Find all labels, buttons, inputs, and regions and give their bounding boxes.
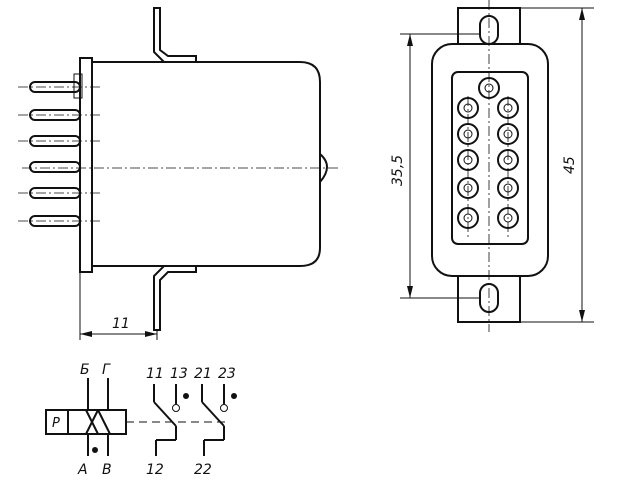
coil-label: Р	[52, 416, 60, 431]
contact-23-label: 23	[218, 366, 236, 382]
contact-12-label: 12	[146, 462, 164, 478]
width-dimension: 11	[79, 272, 158, 340]
front-flange	[431, 43, 549, 277]
width-dimension-label: 11	[112, 316, 130, 332]
side-nub	[319, 153, 328, 183]
contact-group-2: 21 23 22	[194, 366, 237, 478]
pin	[18, 215, 100, 227]
pin	[18, 135, 100, 147]
terminal-block	[451, 71, 529, 245]
pins	[18, 81, 100, 227]
pin	[18, 109, 100, 121]
contact-21-label: 21	[194, 366, 212, 382]
relay-body	[91, 61, 321, 267]
terminal-v-label: В	[102, 462, 112, 478]
bottom-bracket	[153, 265, 197, 331]
schematic: Р Б Г А В 11 13 12	[45, 362, 237, 478]
coil-symbol	[85, 409, 111, 435]
base-rib	[73, 73, 83, 99]
contact-22-label: 22	[194, 462, 212, 478]
terminal-g-label: Г	[102, 362, 111, 378]
front-view: 35,5 45	[390, 0, 594, 332]
inner-height-label: 35,5	[390, 155, 406, 186]
side-view: 11	[18, 7, 340, 340]
pin	[18, 187, 100, 199]
inner-height-dimension: 35,5	[390, 33, 480, 299]
front-terminals	[457, 77, 519, 229]
terminal-b-label: Б	[80, 362, 90, 378]
top-bracket	[153, 7, 197, 63]
terminal-a-label: А	[77, 462, 88, 478]
terminal	[478, 77, 500, 99]
contact-11-label: 11	[146, 366, 164, 382]
pin	[18, 81, 100, 93]
polarity-dot	[92, 447, 98, 453]
outer-height-label: 45	[562, 156, 578, 174]
pin	[29, 161, 81, 173]
contact-group-1: 11 13 12	[146, 366, 189, 478]
outer-height-dimension: 45	[520, 7, 594, 323]
contact-13-label: 13	[170, 366, 188, 382]
